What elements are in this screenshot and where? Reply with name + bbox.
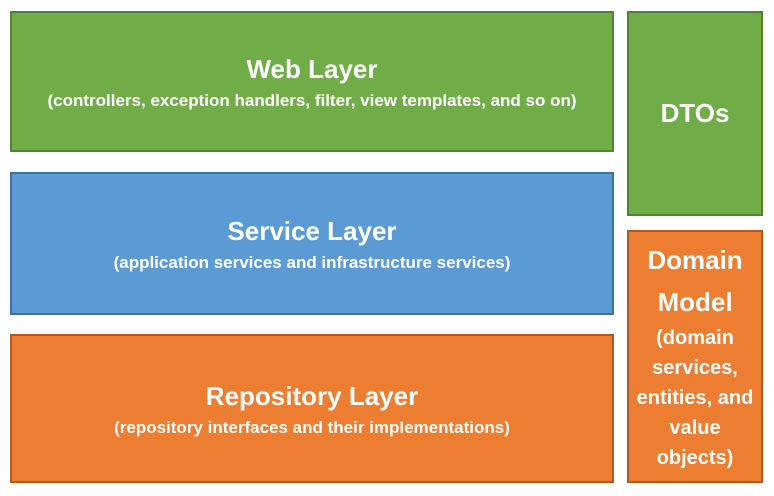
dtos-title: DTOs [660, 98, 730, 128]
repository-layer-subtitle: (repository interfaces and their impleme… [114, 417, 510, 437]
service-layer-box: Service Layer (application services and … [10, 172, 614, 315]
repository-layer-box: Repository Layer (repository interfaces … [10, 334, 614, 483]
web-layer-subtitle: (controllers, exception handlers, filter… [47, 90, 577, 110]
repository-layer-title: Repository Layer [205, 380, 419, 411]
service-layer-subtitle: (application services and infrastructure… [113, 252, 511, 272]
domain-model-box: Domain Model (domain services, entities,… [627, 230, 763, 483]
web-layer-title: Web Layer [246, 53, 378, 84]
domain-model-title: Domain Model [647, 244, 743, 317]
web-layer-box: Web Layer (controllers, exception handle… [10, 11, 614, 152]
dtos-box: DTOs [627, 11, 763, 216]
domain-model-subtitle: (domain services, entities, and value ob… [636, 327, 754, 470]
service-layer-title: Service Layer [227, 215, 397, 246]
